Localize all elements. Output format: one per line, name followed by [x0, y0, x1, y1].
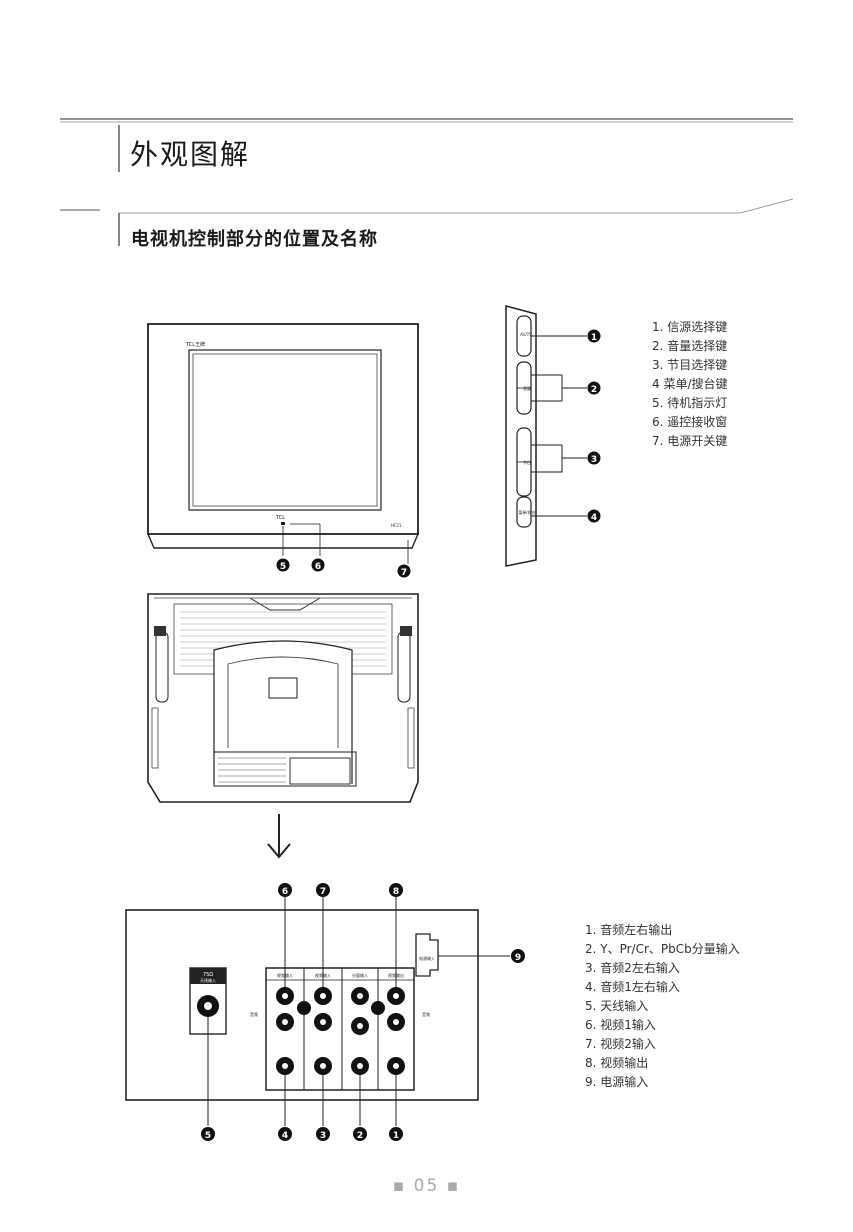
menu-button — [516, 496, 532, 528]
svg-text:音频: 音频 — [250, 1011, 258, 1017]
callout-5-front — [276, 558, 290, 572]
power-input-port — [415, 933, 439, 977]
svg-text:7: 7 — [320, 887, 326, 897]
legend-item: 1. 信源选择键 — [652, 320, 728, 334]
svg-text:4: 4 — [282, 1131, 288, 1141]
tcl-logo: TCL — [275, 515, 285, 521]
svg-text:天线输入: 天线输入 — [200, 977, 216, 983]
svg-text:5: 5 — [280, 562, 286, 572]
callout-5-rear — [201, 1127, 215, 1141]
svg-text:音频: 音频 — [422, 1011, 430, 1017]
svg-text:9: 9 — [515, 953, 521, 963]
svg-text:菜单/搜台: 菜单/搜台 — [518, 509, 535, 515]
svg-text:AV/TV: AV/TV — [520, 332, 532, 337]
legend-item: 2. Y、Pr/Cr、PbCb分量输入 — [585, 942, 740, 956]
page-subtitle: 电视机控制部分的位置及名称 — [131, 229, 378, 250]
tv-front-view: TCL王牌 TCL HF21 5 6 7 — [147, 323, 419, 578]
svg-text:2: 2 — [357, 1131, 363, 1141]
tv-rear-view — [147, 593, 419, 803]
callout-7-rear — [316, 883, 330, 897]
page-number-value: 05 — [413, 1176, 440, 1196]
rear-panel-legend: 1. 音频左右输出 2. Y、Pr/Cr、PbCb分量输入 3. 音频2左右输入… — [585, 921, 740, 1092]
callout-2-rear — [353, 1127, 367, 1141]
legend-item: 8. 视频输出 — [585, 1056, 649, 1070]
svg-text:6: 6 — [315, 562, 321, 572]
svg-text:75Ω: 75Ω — [203, 972, 213, 978]
callout-8-rear — [389, 883, 403, 897]
legend-item: 3. 音频2左右输入 — [585, 961, 680, 975]
legend-item: 7. 视频2输入 — [585, 1037, 656, 1051]
model-label: HF21 — [391, 523, 402, 528]
svg-text:4: 4 — [591, 513, 597, 523]
callout-9-rear — [511, 949, 525, 963]
svg-text:节目: 节目 — [523, 460, 531, 465]
legend-item: 9. 电源输入 — [585, 1075, 649, 1089]
callout-6-front — [311, 558, 325, 572]
callout-6-rear — [278, 883, 292, 897]
svg-text:6: 6 — [282, 887, 288, 897]
callout-4-rear — [278, 1127, 292, 1141]
svg-text:7: 7 — [401, 568, 407, 578]
legend-item: 6. 视频1输入 — [585, 1018, 656, 1032]
rca-jacks — [276, 987, 405, 1075]
av-jack-block — [265, 967, 415, 1091]
side-control-panel: AV/TV 音量 节目 菜单/搜台 1 2 3 4 — [505, 305, 601, 567]
legend-item: 3. 节目选择键 — [652, 358, 728, 372]
svg-text:3: 3 — [591, 455, 597, 465]
side-controls-legend: 1. 信源选择键 2. 音量选择键 3. 节目选择键 4 菜单/搜台键 5. 待… — [652, 318, 728, 451]
page-title: 外观图解 — [130, 138, 251, 171]
standby-indicator — [281, 522, 285, 525]
callout-7-front — [397, 564, 411, 578]
down-arrow-icon — [267, 814, 291, 859]
brand-logo: TCL王牌 — [185, 341, 205, 348]
page-number: ▪ 05 ▪ — [392, 1176, 461, 1196]
svg-text:音量: 音量 — [523, 385, 531, 391]
callout-4-side — [587, 509, 601, 523]
svg-text:8: 8 — [393, 887, 399, 897]
callout-2-side — [587, 381, 601, 395]
legend-item: 4 菜单/搜台键 — [652, 377, 728, 391]
legend-item: 1. 音频左右输出 — [585, 923, 673, 937]
legend-item: 4. 音频1左右输入 — [585, 980, 680, 994]
svg-text:3: 3 — [320, 1131, 326, 1141]
legend-item: 2. 音量选择键 — [652, 339, 728, 353]
svg-text:1: 1 — [591, 333, 597, 343]
legend-item: 5. 待机指示灯 — [652, 396, 728, 410]
callout-1-rear — [389, 1127, 403, 1141]
rear-connection-panel: 75Ω 天线输入 视频输入 视频输入 分量输入 视频输出 音频 音频 Pb/Cb… — [125, 883, 525, 1141]
svg-text:2: 2 — [591, 385, 597, 395]
svg-text:电源输入: 电源输入 — [419, 955, 435, 961]
legend-item: 5. 天线输入 — [585, 999, 649, 1013]
callout-3-side — [587, 451, 601, 465]
svg-text:分量输入: 分量输入 — [352, 972, 368, 978]
callout-1-side — [587, 329, 601, 343]
legend-item: 7. 电源开关键 — [652, 434, 728, 448]
svg-text:1: 1 — [393, 1131, 399, 1141]
header-rules — [60, 118, 794, 246]
svg-text:5: 5 — [205, 1131, 211, 1141]
svg-text:Pb/Cb: Pb/Cb — [352, 1040, 369, 1046]
callout-3-rear — [316, 1127, 330, 1141]
legend-item: 6. 遥控接收窗 — [652, 415, 728, 429]
